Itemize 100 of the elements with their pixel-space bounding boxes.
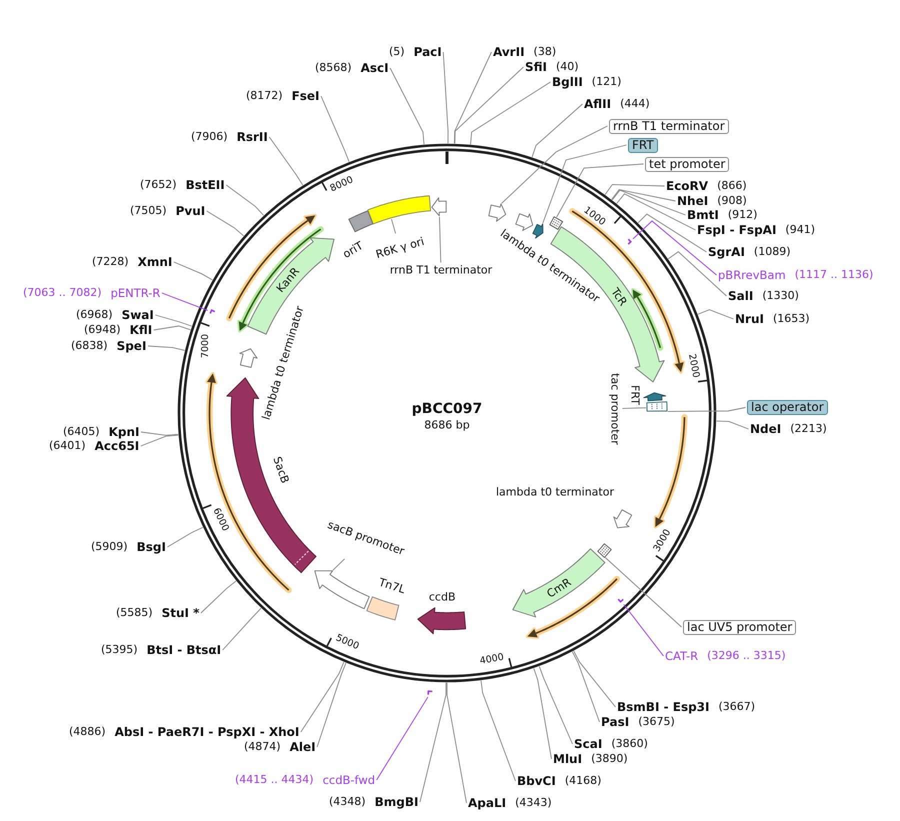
enzyme-name: SwaI: [122, 308, 154, 322]
enzyme-name: BstEII: [186, 178, 225, 192]
feature-tag: lac operator: [747, 400, 828, 415]
leader-line: [153, 326, 191, 330]
site-position: (8172): [246, 89, 283, 103]
enzyme-name: RsrII: [236, 130, 268, 144]
hatched-promoter-feature: [597, 542, 612, 558]
enzyme-name: XmnI: [138, 255, 172, 269]
site-position: (1653): [772, 312, 810, 326]
leader-line: [611, 189, 676, 202]
enzyme-name: EcoRV: [666, 179, 708, 193]
leader-line: [376, 696, 428, 780]
site-position: (7652): [140, 178, 177, 192]
feature-tag: lac UV5 promoter: [683, 620, 796, 634]
site-position: (866): [717, 179, 747, 193]
enzyme-name: StuI *: [162, 606, 200, 620]
enzyme-name: Acc65I: [94, 439, 140, 453]
site-position: (4348): [329, 795, 366, 809]
enzyme-name: AleI: [290, 740, 316, 754]
leader-line: [716, 420, 749, 430]
leader-line: [572, 651, 600, 722]
leader-line: [439, 216, 442, 263]
leader-line: [140, 432, 179, 436]
promoter-feature: [314, 570, 370, 610]
feature-tag: tet promoter: [645, 156, 730, 172]
primer-name: CAT-R: [665, 649, 698, 663]
feature-label: oriT: [340, 239, 366, 262]
site-position: (6838): [71, 339, 108, 353]
enzyme-name: BglII: [552, 75, 583, 89]
terminator-feature: [431, 197, 448, 217]
site-position: (4886): [69, 725, 106, 739]
leader-line: [420, 682, 446, 802]
primer-name: ccdB-fwd: [322, 773, 376, 787]
leader-line: [166, 526, 204, 548]
leader-line: [532, 104, 583, 158]
leader-line: [161, 292, 208, 311]
leader-line: [173, 262, 213, 280]
leader-line: [268, 136, 304, 186]
site-position: (4168): [564, 774, 602, 788]
enzyme-name: BsgI: [136, 540, 166, 554]
enzyme-name: NdeI: [750, 422, 782, 436]
primer-position: (4415 .. 4434): [235, 773, 314, 787]
primer-site-mark: [427, 690, 434, 696]
feature-label: R6K γ ori: [374, 234, 426, 261]
leader-line: [226, 184, 264, 216]
site-position: (5909): [91, 540, 128, 554]
primer-site-mark: [627, 238, 632, 246]
leader-line: [154, 314, 192, 327]
enzyme-name: ApaLI: [468, 796, 506, 810]
feature-label: tac promoter: [608, 372, 622, 444]
enzyme-name: SgrAI: [708, 245, 745, 259]
scale-label: 6000: [210, 506, 230, 533]
site-position: (2213): [790, 422, 827, 436]
leader-line: [222, 608, 262, 650]
leader-line: [533, 668, 552, 760]
site-position: (5395): [101, 643, 138, 657]
enzyme-name: BmgBI: [374, 795, 418, 809]
site-position: (6405): [63, 425, 100, 439]
scale-label: 7000: [200, 334, 212, 358]
enzyme-name: AscI: [360, 61, 389, 75]
enzyme-name: SpeI: [116, 339, 146, 353]
leader-line: [604, 184, 665, 196]
enzyme-name: AvrII: [493, 45, 525, 59]
feature-tag: rrnB T1 terminator: [609, 118, 729, 134]
enzyme-name: AflII: [584, 97, 612, 111]
site-position: (941): [785, 223, 816, 237]
scale-label: 4000: [480, 652, 506, 668]
plasmid-length: 8686 bp: [424, 418, 470, 432]
site-position: (5): [389, 45, 405, 59]
leader-line: [147, 346, 186, 351]
leader-line: [140, 434, 179, 446]
enzyme-name: SalI: [728, 289, 754, 303]
feature-tag: FRT: [628, 138, 658, 152]
leader-line: [391, 218, 396, 234]
site-position: (3860): [611, 737, 648, 751]
primer-site-mark: [617, 598, 625, 604]
site-position: (3890): [591, 752, 628, 766]
leader-line: [616, 193, 696, 230]
scale-label: 5000: [334, 634, 360, 653]
hatched-promoter-feature: [548, 216, 563, 230]
leader-line: [316, 662, 346, 748]
terminator-feature: [488, 203, 507, 222]
leader-line: [638, 214, 707, 252]
primer-site-mark: [208, 309, 216, 315]
enzyme-name: NheI: [677, 194, 708, 208]
leader-line: [454, 52, 492, 144]
enzyme-name: BmtI: [687, 208, 719, 222]
leader-line: [668, 251, 727, 296]
site-position: (7906): [191, 130, 228, 144]
leader-line: [320, 96, 350, 162]
site-position: (7505): [130, 204, 167, 218]
primer-position: (7063 .. 7082): [23, 286, 102, 300]
origin-feature: [367, 195, 432, 226]
enzyme-name: KflI: [130, 323, 152, 337]
site-position: (4874): [244, 740, 281, 754]
site-position: (6401): [49, 439, 86, 453]
site-position: (38): [534, 45, 556, 59]
plasmid-name: pBCC097: [412, 401, 482, 417]
feature-label: lambda t0 terminator: [496, 486, 614, 498]
scale-label: 8000: [329, 175, 356, 195]
